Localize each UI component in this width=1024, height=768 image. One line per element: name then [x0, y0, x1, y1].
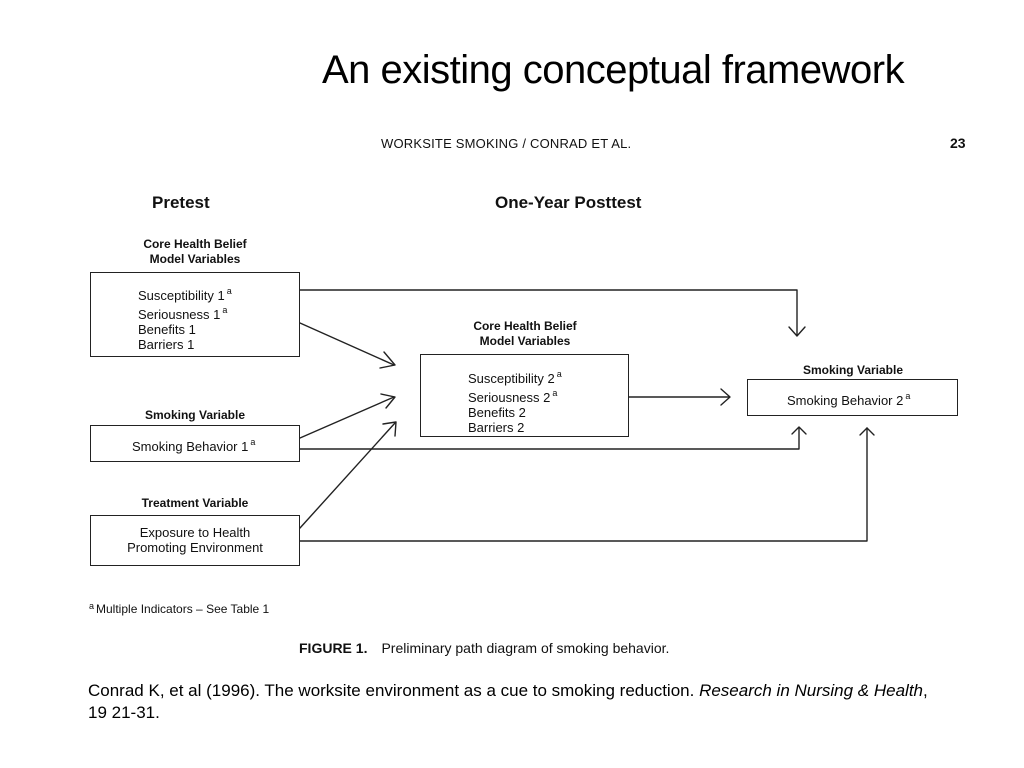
edge-treatment-to-smoking-post	[299, 427, 868, 542]
arrowhead-icon	[720, 388, 731, 406]
treatment-box: Exposure to Health Promoting Environment	[90, 515, 300, 566]
arrowhead-icon	[380, 393, 396, 409]
arrowhead-icon	[791, 426, 807, 435]
smoking-posttest-label: Smoking Variable	[802, 363, 904, 377]
arrowhead-icon	[379, 351, 396, 369]
citation-text: Conrad K, et al (1996). The worksite env…	[88, 681, 700, 700]
arrowhead-icon	[859, 427, 875, 436]
footnote-marker: a	[89, 601, 95, 611]
label-line: Model Variables	[149, 252, 241, 266]
column-heading-pretest: Pretest	[152, 193, 210, 212]
edge-smoking-pre-to-hbm-post	[299, 396, 395, 439]
edge-hbm-pre-to-smoking-post	[299, 289, 798, 336]
slide-title: An existing conceptual framework	[322, 48, 905, 92]
node-item: Promoting Environment	[127, 540, 263, 555]
hbm-posttest-label: Core Health Belief Model Variables	[440, 319, 610, 349]
figure-caption-text: Preliminary path diagram of smoking beha…	[381, 640, 670, 656]
footnote-text: Multiple Indicators – See Table 1	[96, 602, 270, 616]
treatment-label: Treatment Variable	[141, 496, 249, 510]
edge-treatment-to-hbm-post	[299, 422, 396, 529]
citation: Conrad K, et al (1996). The worksite env…	[88, 680, 938, 724]
node-item: Benefits 2	[468, 405, 526, 420]
label-line: Core Health Belief	[473, 319, 577, 333]
citation-journal: Research in Nursing & Health	[699, 681, 924, 700]
running-head: WORKSITE SMOKING / CONRAD ET AL.	[381, 136, 632, 151]
column-heading-posttest: One-Year Posttest	[495, 193, 642, 212]
node-item: Barriers 2	[468, 420, 525, 435]
node-item: Barriers 1	[138, 337, 195, 352]
smoking-pretest-label: Smoking Variable	[144, 408, 246, 422]
label-line: Core Health Belief	[143, 237, 247, 251]
citation-details: , 19 21-31.	[88, 681, 928, 722]
hbm-pretest-label: Core Health Belief Model Variables	[110, 237, 280, 267]
arrowhead-icon	[788, 326, 806, 337]
arrowhead-icon	[382, 421, 397, 437]
node-item: Exposure to Health	[139, 525, 251, 540]
figure-caption: FIGURE 1. Preliminary path diagram of smo…	[299, 640, 669, 656]
edge-smoking-pre-to-smoking-post	[299, 427, 800, 450]
figure-label: FIGURE 1.	[299, 640, 368, 656]
label-line: Model Variables	[479, 334, 571, 348]
node-item: Benefits 1	[138, 322, 196, 337]
edge-hbm-pre-to-hbm-post	[299, 322, 395, 366]
page-number: 23	[950, 135, 966, 151]
